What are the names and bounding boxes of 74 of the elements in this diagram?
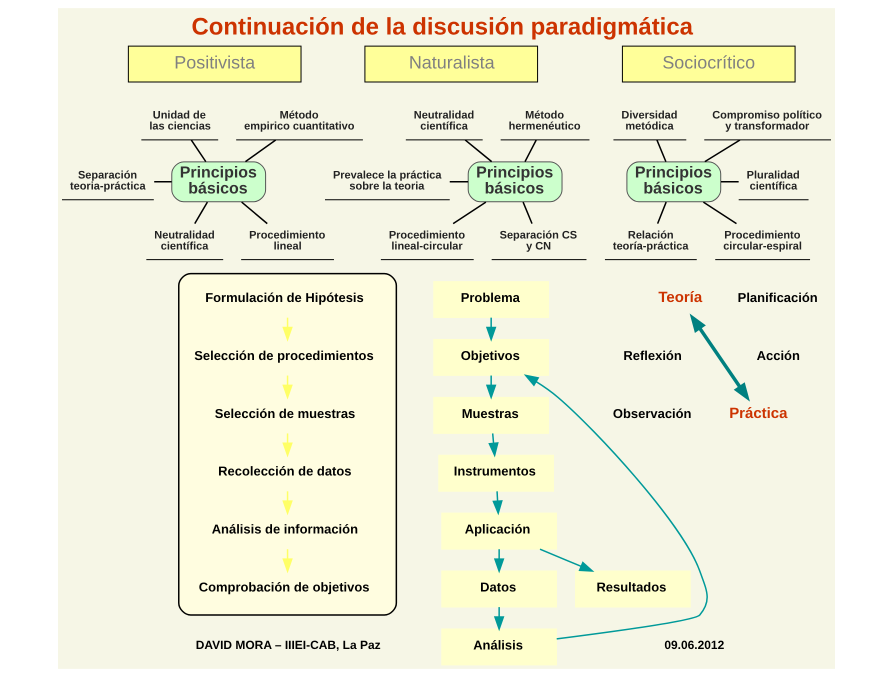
arrow [282,318,293,342]
cluster [178,272,398,616]
arrow [494,607,504,632]
node-box: Instrumentos [438,454,554,492]
arrow [540,548,594,572]
arrow [524,374,708,640]
node-text: Neutralidad científica [154,229,215,252]
node-box: Muestras [433,396,550,434]
node-text: Método empirico cuantitativo [244,110,354,133]
node-box: Análisis [441,628,558,666]
connector [464,139,492,162]
arrow [282,376,293,400]
connector [721,181,739,183]
arrow [486,318,496,342]
label: DAVID MORA – IIIEI-CAB, La Paz [196,638,381,652]
connector [656,202,667,224]
node-text: Procedimiento circular-espiral [723,229,802,252]
node-box: Objetivos [433,339,550,376]
diagram-title: Continuación de la discusión paradigmática [191,13,693,40]
arrow [282,491,293,516]
node-text: Recolección de datos [218,464,352,479]
connector [241,202,268,224]
connector [245,139,276,162]
label: 09.06.2012 [664,638,724,652]
node-box: Datos [441,570,558,608]
label: Acción [756,348,800,363]
node-box: Naturalista [364,46,538,82]
connector [194,202,208,224]
node-text: Comprobación de objetivos [198,579,370,594]
node-text: Teoría [658,289,702,306]
node-box: Sociocrítico [622,46,796,82]
connector [190,140,206,162]
node-box: Principios básicos [626,161,722,202]
arrow [690,313,750,402]
node-box: Problema [433,281,550,318]
node-box: Principios básicos [468,161,563,202]
arrow [492,491,503,516]
node-text: Neutralidad científica [414,110,474,133]
node-box: Resultados [575,570,691,608]
connector [450,181,468,183]
node-text: Diversidad metódica [621,110,678,133]
connector [522,202,533,224]
node-text: Formulación de Hipótesis [205,290,364,305]
node-text: Análisis de información [212,522,358,537]
label: Observación [612,406,692,421]
node-box: Principios básicos [171,161,266,202]
node-text: Método hermenéutico [508,110,581,133]
node-text: Unidad de las ciencias [149,110,211,133]
node-text: Compromiso político y transformador [712,110,822,133]
arrow [282,433,293,458]
node-text: Procedimiento lineal [249,229,326,252]
node-text: Relación teoría-práctica [612,229,689,252]
node-text: Práctica [729,404,788,422]
node-text: Selección de muestras [214,406,356,421]
arrow [282,549,293,574]
arrow [486,376,496,400]
node-text: Procedimiento lineal-circular [388,229,466,252]
node-text: Prevalece la práctica sobre la teoria [332,170,442,193]
connector [704,139,740,162]
node-text: Pluralidad científica [746,170,800,193]
connector [154,181,172,183]
label: Planificación [738,290,818,305]
node-box: Positivista [128,46,302,82]
node-text: Separación CS y CN [500,229,578,252]
label: Reflexión [623,348,682,363]
node-box: Aplicación [441,512,558,550]
arrow [494,549,504,574]
connector [524,140,537,162]
node-text: Separación teoria-práctica [70,170,146,193]
connector [702,201,737,224]
connector [452,201,486,224]
node-text: Selección de procedimientos [194,348,374,363]
connector [656,140,667,162]
arrow [488,433,499,458]
